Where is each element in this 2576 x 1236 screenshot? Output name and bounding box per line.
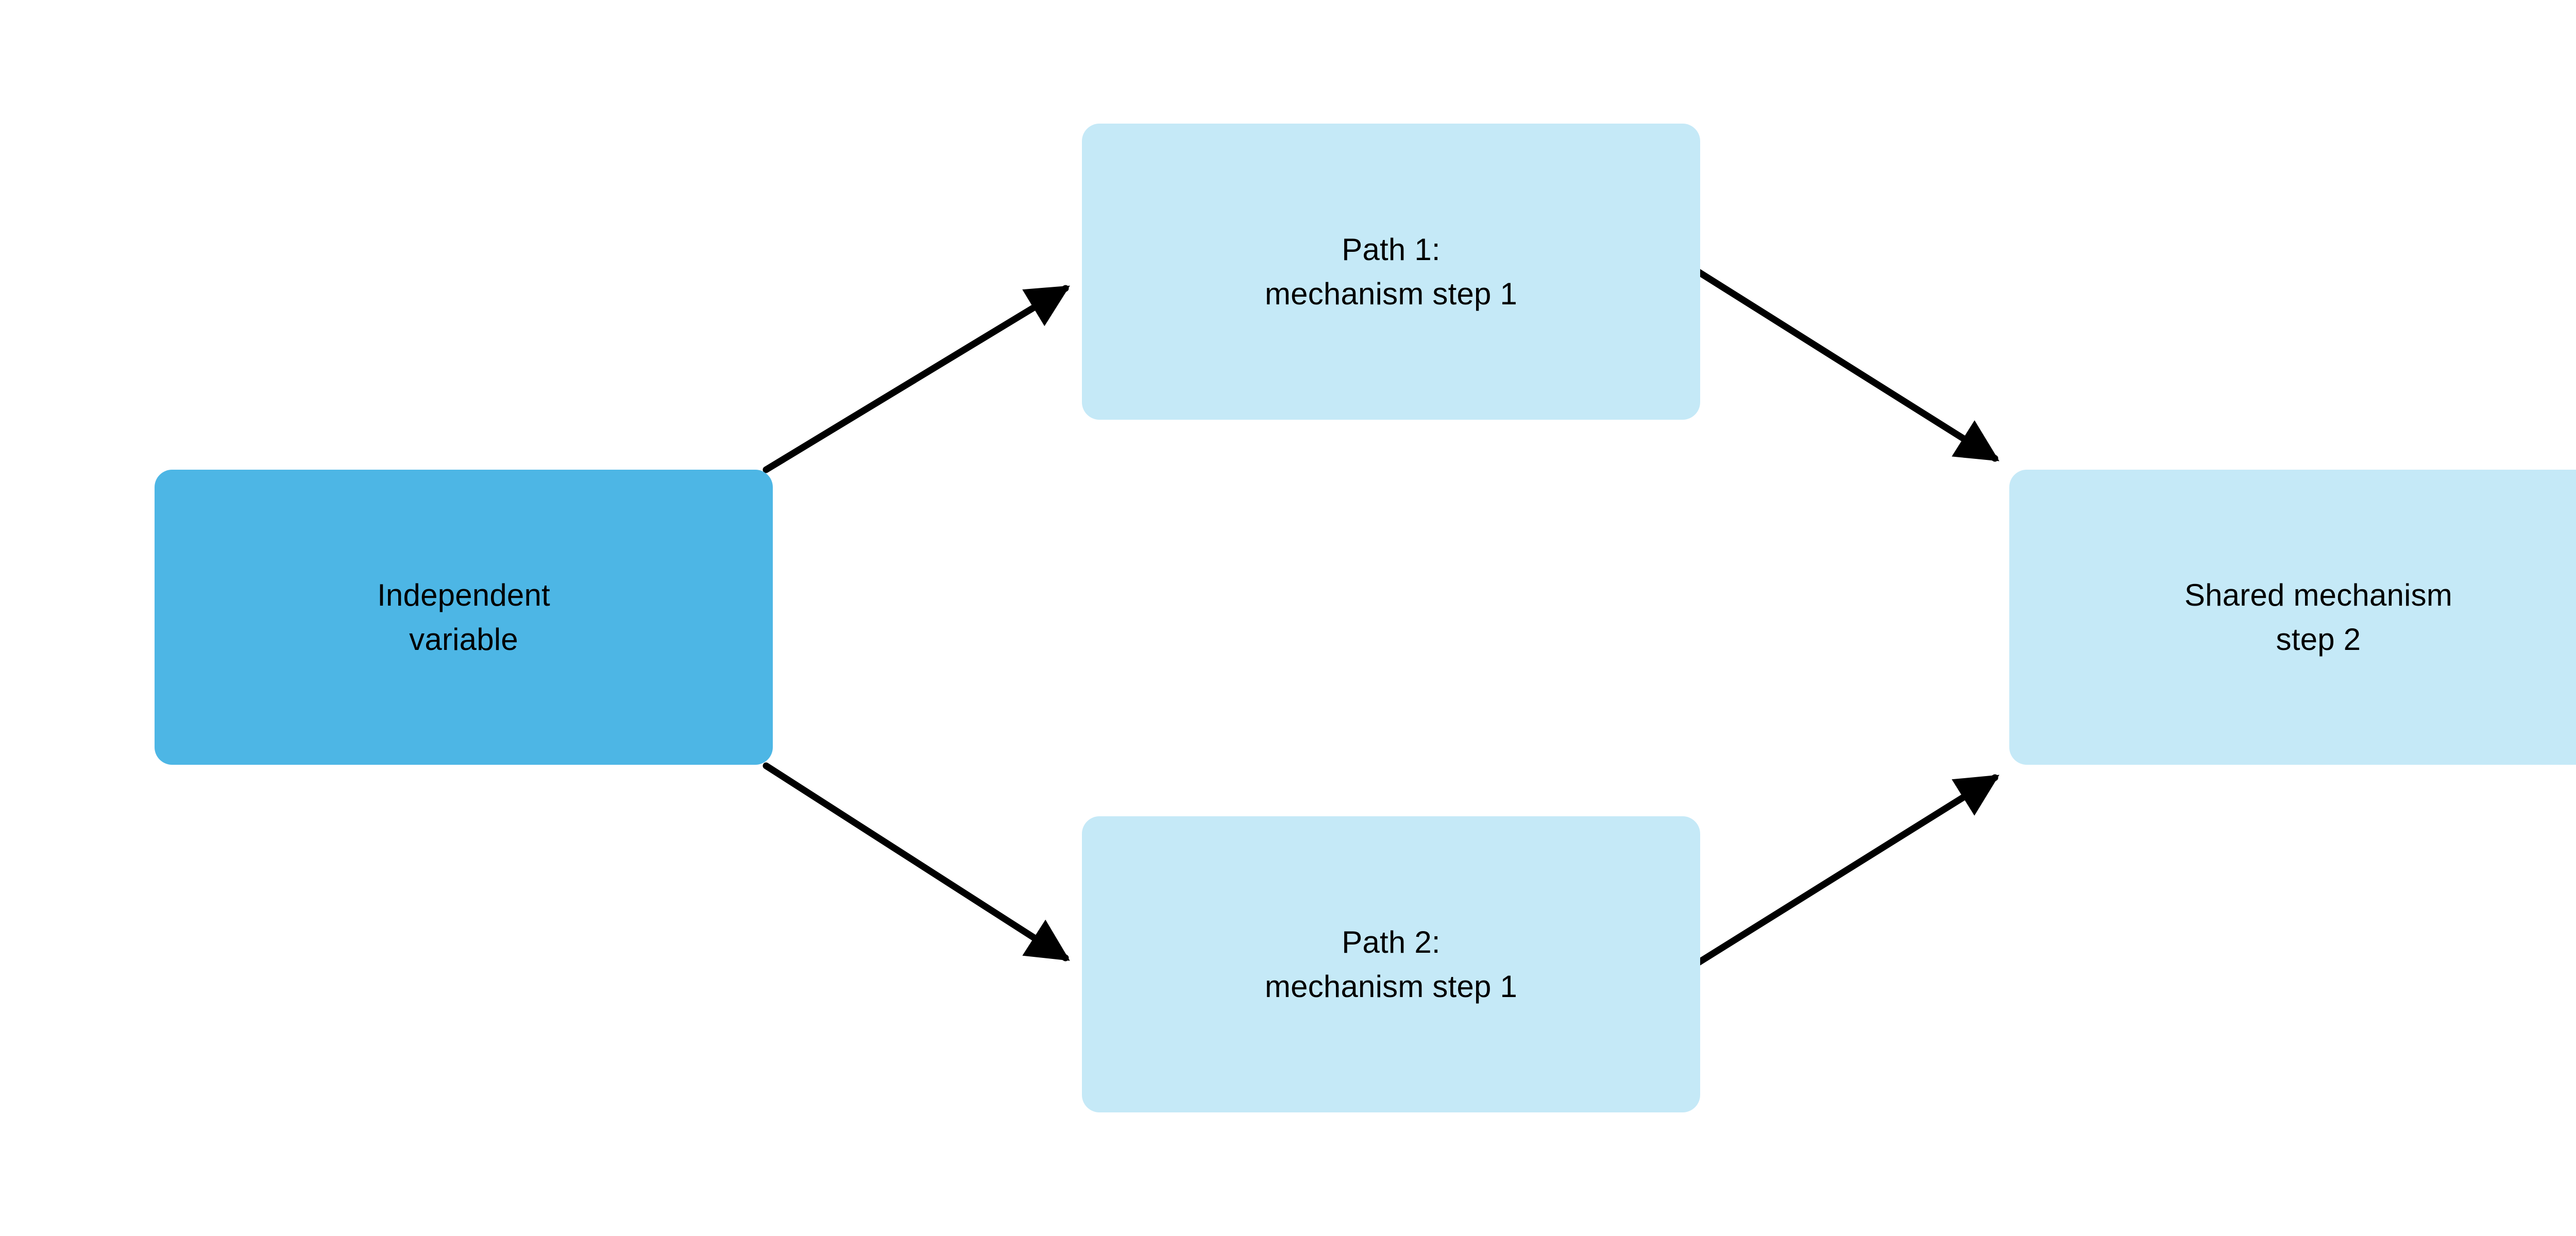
edge-independent-to-path1 (762, 285, 1070, 473)
edge-independent-to-path2 (762, 762, 1070, 962)
node-independent-variable-label: Independent variable (377, 578, 550, 657)
edge-path1-to-shared (1692, 267, 1999, 462)
node-shared-mechanism-step-2-label: Shared mechanism step 2 (2184, 578, 2453, 657)
edge-path2-to-shared (1692, 774, 1999, 968)
node-independent-variable[interactable]: Independent variable (155, 470, 773, 765)
node-path-1-mechanism-step-1[interactable]: Path 1: mechanism step 1 (1082, 124, 1700, 420)
node-path-2-mechanism-step-1-label: Path 2: mechanism step 1 (1264, 925, 1518, 1004)
node-path-1-mechanism-step-1-label: Path 1: mechanism step 1 (1264, 232, 1518, 311)
node-path-2-mechanism-step-1[interactable]: Path 2: mechanism step 1 (1082, 816, 1700, 1112)
node-shared-mechanism-step-2[interactable]: Shared mechanism step 2 (2009, 470, 2576, 765)
